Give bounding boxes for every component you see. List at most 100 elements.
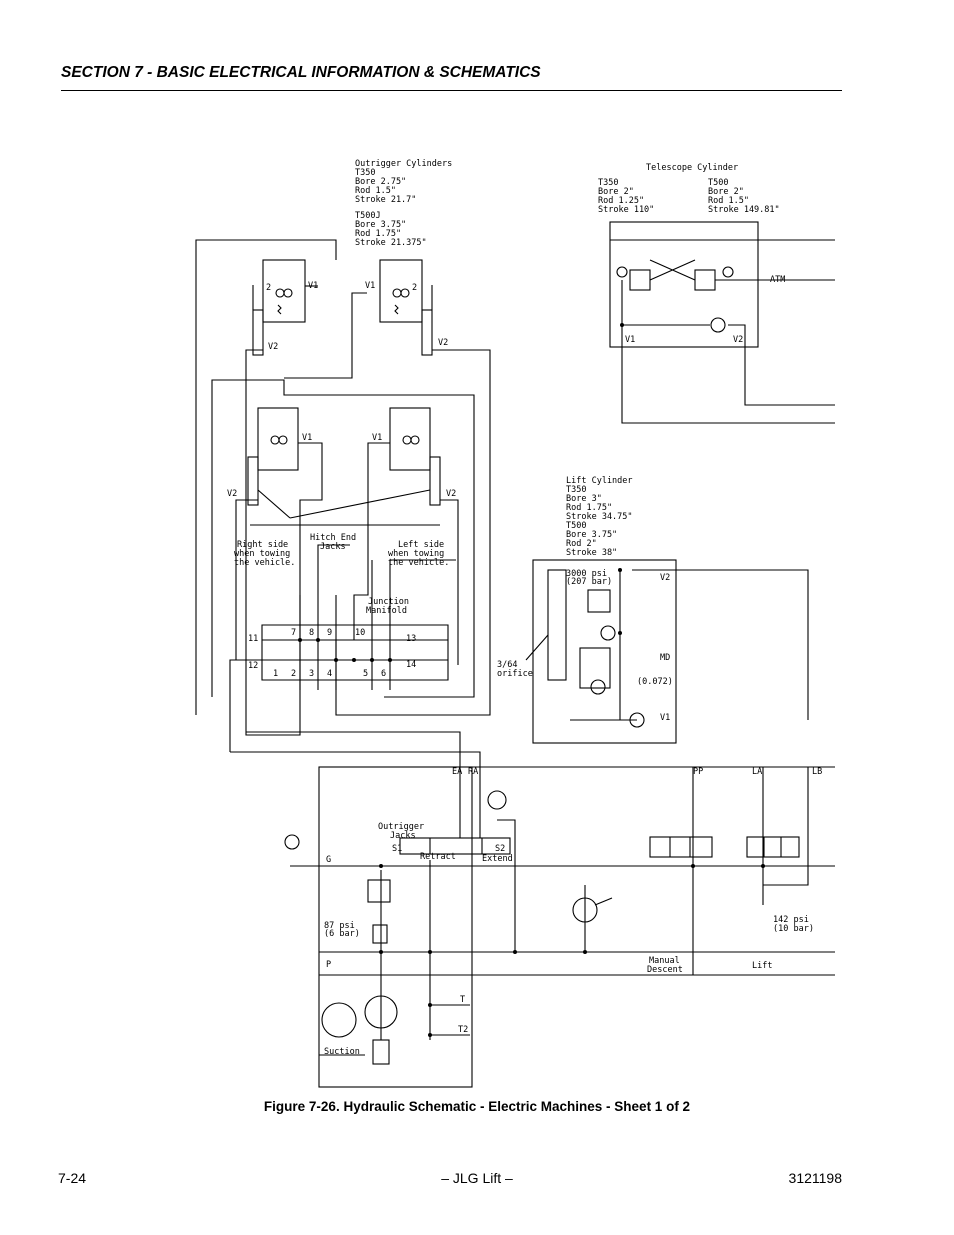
schematic-label: Bore 3"	[566, 494, 602, 504]
schematic-label: 2	[291, 669, 296, 679]
schematic-label: 87 psi	[324, 921, 355, 931]
schematic-label: T350	[566, 485, 586, 495]
schematic-label: 9	[327, 628, 332, 638]
manual-descent-valve	[649, 836, 713, 858]
schematic-label: (0.072)	[637, 677, 673, 687]
schematic-label: S2	[495, 844, 505, 854]
schematic-label: Stroke 21.7"	[355, 195, 416, 205]
section-header: SECTION 7 - BASIC ELECTRICAL INFORMATION…	[61, 64, 541, 81]
lift-control-valve	[746, 836, 800, 858]
schematic-label: V2	[660, 573, 670, 583]
hitch-valve-right	[389, 407, 431, 471]
schematic-label: 4	[327, 669, 332, 679]
schematic-label: Junction	[368, 597, 409, 607]
schematic-label: P	[326, 960, 331, 970]
schematic-label: V1	[660, 713, 670, 723]
schematic-label: Stroke 38"	[566, 548, 617, 558]
schematic-label: the vehicle.	[388, 558, 449, 568]
schematic-label: Stroke 34.75"	[566, 512, 633, 522]
telescope-cylinder-box	[609, 221, 759, 348]
schematic-label: 3000 psi	[566, 569, 607, 579]
motor	[321, 1002, 357, 1038]
schematic-label: 2	[412, 283, 417, 293]
schematic-label: T350	[355, 168, 375, 178]
outrigger-valve-right	[379, 259, 423, 323]
schematic-label: (207 bar)	[566, 577, 612, 587]
schematic-label: T2	[458, 1025, 468, 1035]
schematic-label: V2	[227, 489, 237, 499]
schematic-label: V2	[268, 342, 278, 352]
schematic-label: Right side	[237, 540, 288, 550]
schematic-label: Manual	[649, 956, 680, 966]
schematic-label: Bore 2"	[708, 187, 744, 197]
schematic-label: orifice	[497, 669, 533, 679]
schematic-label: 6	[381, 669, 386, 679]
schematic-label: MD	[660, 653, 670, 663]
schematic-label: V2	[438, 338, 448, 348]
schematic-label: Stroke 149.81"	[708, 205, 780, 215]
schematic-label: EA	[452, 767, 462, 777]
schematic-label: 13	[406, 634, 416, 644]
schematic-label: Stroke 110"	[598, 205, 654, 215]
footer-center: – JLG Lift –	[441, 1170, 513, 1186]
schematic-label: Extend	[482, 854, 513, 864]
schematic-label: Bore 3.75"	[355, 220, 406, 230]
doc-number: 3121198	[788, 1170, 842, 1186]
schematic-label: 1	[273, 669, 278, 679]
schematic-label: G	[326, 855, 331, 865]
schematic-label: Suction	[324, 1047, 360, 1057]
schematic-label: Bore 3.75"	[566, 530, 617, 540]
schematic-label: T500J	[355, 211, 381, 221]
outrigger-valve-left	[262, 259, 306, 323]
schematic-label: Rod 1.75"	[355, 229, 401, 239]
schematic-label: 12	[248, 661, 258, 671]
schematic-label: LA	[752, 767, 762, 777]
schematic-label: Bore 2"	[598, 187, 634, 197]
schematic-label: 3/64	[497, 660, 517, 670]
schematic-label: Manifold	[366, 606, 407, 616]
schematic-label: when towing	[388, 549, 444, 559]
schematic-label: 3	[309, 669, 314, 679]
schematic-label: Bore 2.75"	[355, 177, 406, 187]
schematic-label: Rod 1.25"	[598, 196, 644, 206]
outrigger-control-valve	[399, 837, 511, 855]
schematic-label: the vehicle.	[234, 558, 295, 568]
schematic-label: 2	[266, 283, 271, 293]
lift-title: Lift Cylinder	[566, 476, 633, 486]
schematic-label: V1	[308, 281, 318, 291]
schematic-label: Rod 2"	[566, 539, 597, 549]
schematic-label: Jacks	[320, 542, 346, 552]
schematic-label: V2	[446, 489, 456, 499]
schematic-label: 14	[406, 660, 416, 670]
schematic-label: 10	[355, 628, 365, 638]
schematic-label: 5	[363, 669, 368, 679]
schematic-label: 142 psi	[773, 915, 809, 925]
lift-cylinder-box	[532, 559, 677, 744]
schematic-label: 7	[291, 628, 296, 638]
schematic-label: T	[460, 995, 465, 1005]
schematic-label: Rod 1.5"	[708, 196, 749, 206]
schematic-label: 8	[309, 628, 314, 638]
base-manifold-box	[318, 766, 473, 1088]
schematic-label: Lift	[752, 961, 772, 971]
schematic-label: Hitch End	[310, 533, 356, 543]
schematic-label: V2	[733, 335, 743, 345]
schematic-label: ATM	[770, 275, 785, 285]
pressure-gauge	[284, 834, 300, 850]
header-rule	[61, 90, 842, 91]
schematic-label: Jacks	[390, 831, 416, 841]
page-number: 7-24	[58, 1170, 87, 1186]
telescope-title: Telescope Cylinder	[646, 163, 738, 173]
outrigger-title: Outrigger Cylinders	[355, 159, 452, 169]
schematic-label: Stroke 21.375"	[355, 238, 427, 248]
schematic-label: RA	[468, 767, 478, 777]
figure-caption: Figure 7-26. Hydraulic Schematic - Elect…	[263, 1099, 691, 1114]
schematic-label: V1	[372, 433, 382, 443]
schematic-label: (10 bar)	[773, 924, 814, 934]
schematic-label: 11	[248, 634, 258, 644]
schematic-label: V1	[625, 335, 635, 345]
schematic-label: Retract	[420, 852, 456, 862]
schematic-label: Rod 1.5"	[355, 186, 396, 196]
schematic-label: T500	[708, 178, 728, 188]
